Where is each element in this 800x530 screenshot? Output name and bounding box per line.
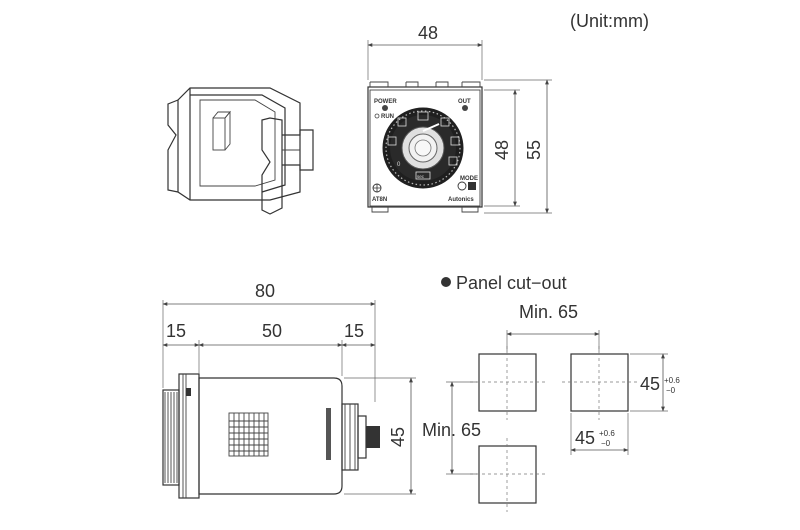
min-horizontal-label: Min. 65 bbox=[519, 302, 578, 322]
run-indicator-icon bbox=[374, 113, 380, 119]
model-label: AT8N bbox=[372, 197, 387, 203]
cutout-top-right bbox=[570, 353, 629, 412]
size-bottom-label: 45 bbox=[575, 428, 595, 448]
dial-zero-label: 0 bbox=[397, 162, 401, 168]
side-right-label: 15 bbox=[344, 321, 364, 341]
unit-label: (Unit:mm) bbox=[570, 11, 649, 31]
side-view: 80 15 50 15 45 bbox=[162, 281, 416, 499]
out-led bbox=[462, 105, 468, 111]
vent-grid bbox=[228, 412, 269, 457]
run-label: RUN bbox=[381, 114, 394, 120]
out-label: OUT bbox=[458, 99, 471, 105]
front-view: POWER OUT RUN 0 sec MODE bbox=[367, 23, 552, 214]
mode-label: MODE bbox=[460, 176, 478, 182]
side-left-label: 15 bbox=[166, 321, 186, 341]
min-vertical-label: Min. 65 bbox=[422, 420, 481, 440]
front-width-label: 48 bbox=[418, 23, 438, 43]
bullet-icon bbox=[441, 277, 451, 287]
power-label: POWER bbox=[374, 99, 397, 105]
size-bottom-tol-minus: −0 bbox=[601, 439, 611, 448]
side-height-label: 45 bbox=[388, 427, 408, 447]
brand-label: Autonics bbox=[448, 197, 474, 203]
dial-pointer bbox=[422, 123, 440, 132]
side-total-label: 80 bbox=[255, 281, 275, 301]
mounting-bracket bbox=[167, 87, 314, 215]
front-inner-height-label: 48 bbox=[492, 140, 512, 160]
size-bottom-tol-plus: +0.6 bbox=[599, 429, 615, 438]
center-key-pin bbox=[366, 426, 380, 448]
cutout-bottom-left bbox=[478, 445, 537, 504]
mode-indicator-icon bbox=[468, 182, 476, 190]
panel-cutout-title: Panel cut−out bbox=[456, 273, 567, 293]
timer-dial: 0 sec bbox=[382, 107, 464, 189]
cutout-top-left bbox=[478, 353, 537, 412]
size-right-label: 45 bbox=[640, 374, 660, 394]
power-led bbox=[382, 105, 388, 111]
side-middle-label: 50 bbox=[262, 321, 282, 341]
mode-switch-icon bbox=[457, 181, 467, 191]
dial-sec-label: sec bbox=[417, 174, 425, 179]
size-right-tol-plus: +0.6 bbox=[664, 376, 680, 385]
front-outer-height-label: 55 bbox=[524, 140, 544, 160]
size-right-tol-minus: −0 bbox=[666, 386, 676, 395]
side-label-strip bbox=[326, 408, 331, 460]
panel-cutout: Panel cut−out Min. 65 Min. 65 45 +0.6 −0… bbox=[422, 273, 680, 512]
